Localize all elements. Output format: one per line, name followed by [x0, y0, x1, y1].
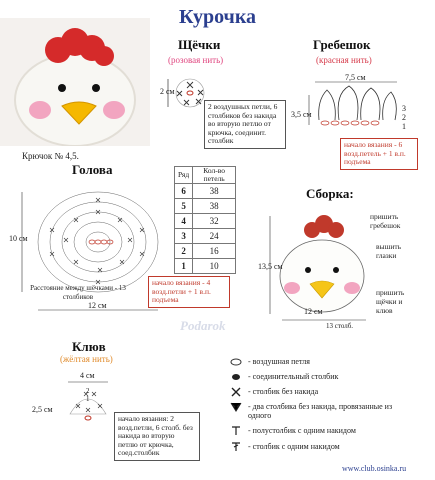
beak-heading: Клюв — [72, 339, 106, 354]
assembly-bottom-label: 13 столб. — [326, 322, 354, 330]
cheeks-color: (розовая нить) — [168, 55, 224, 65]
comb-dim-width: 7,5 см — [345, 73, 366, 82]
assembly-dim-height: 13,5 см — [258, 262, 283, 271]
stitch-count: 38 — [192, 198, 237, 214]
head-diagram — [8, 180, 168, 330]
legend-text: - столбик без накида — [248, 387, 319, 396]
cheeks-dim: 2 см — [160, 87, 175, 96]
source-url[interactable]: www.club.osinka.ru — [342, 464, 407, 473]
assembly-heading: Сборка: — [306, 186, 354, 201]
legend-item: - столбик с одним накидом — [230, 442, 340, 452]
comb-row-1: 1 — [402, 122, 406, 131]
stitch-count: 10 — [192, 258, 237, 274]
stitch-count: 38 — [192, 183, 237, 199]
head-dim-width: 12 см — [88, 301, 107, 310]
stitch-count: 16 — [192, 243, 237, 259]
cheeks-note: 2 воздушных петли, 6 столбиков без накид… — [204, 100, 286, 149]
t-dc-icon — [232, 442, 240, 451]
assembly-label-cheeks: пришить щёчки и клюв — [376, 288, 405, 315]
legend-item: - два столбика без накида, провязанные и… — [230, 402, 405, 420]
assembly-dim-width: 12 см — [304, 307, 323, 316]
page-title: Курочка — [178, 6, 257, 28]
beak-row-1: 1 — [86, 395, 90, 403]
legend-text: - соединительный столбик — [248, 372, 339, 381]
assembly-label-comb: пришить гребешок — [370, 212, 401, 230]
head-start-note: начало вязания - 4 возд.петли + 1 в.п. п… — [148, 276, 230, 308]
legend-text: - два столбика без накида, провязанные и… — [248, 402, 393, 420]
assembly-diagram — [262, 208, 374, 328]
legend-text: - воздушная петля — [248, 357, 310, 366]
head-heading: Голова — [72, 162, 113, 177]
comb-row-3: 3 — [402, 104, 406, 113]
dot-slip-stitch-icon — [232, 374, 240, 380]
hook-size: Крючок № 4,5. — [22, 151, 79, 161]
assembly-label-eyes: вышить глазки — [376, 242, 402, 260]
row-number: 5 — [173, 198, 194, 214]
comb-color: (красная нить) — [316, 55, 372, 65]
v-two-sc-icon — [230, 402, 242, 412]
cheeks-diagram — [160, 70, 210, 116]
comb-start-note: начало вязания - 6 возд.петель + 1 в.п. … — [340, 138, 418, 170]
beak-row-2: 2 — [86, 387, 90, 395]
legend-item: - соединительный столбик — [230, 372, 338, 382]
comb-dim-height: 3,5 см — [291, 110, 312, 119]
watermark: Podarok — [180, 318, 226, 333]
comb-row-2: 2 — [402, 113, 406, 122]
head-dim-height: 10 см — [9, 234, 28, 243]
rows-table-header-row: Ряд — [173, 166, 194, 184]
cheeks-heading: Щёчки — [178, 37, 221, 52]
chicken-photo — [0, 18, 150, 147]
legend-text: - столбик с одним накидом — [248, 442, 340, 451]
x-single-crochet-icon — [231, 387, 241, 397]
row-number: 6 — [173, 183, 194, 199]
beak-color: (жёлтая нить) — [60, 354, 113, 364]
beak-dim-height: 2,5 см — [32, 405, 53, 414]
legend-text: - полустолбик с одним накидом — [248, 426, 356, 435]
beak-diagram — [60, 378, 120, 438]
head-eye-note: Расстояние между шёчками - 13 столбиков — [30, 284, 126, 301]
legend-item: - столбик без накида — [230, 387, 318, 397]
beak-note: начало вязания: 2 возд.петли, 6 столб. б… — [114, 412, 200, 461]
rows-table-header-count: Кол-во петель — [192, 166, 237, 184]
beak-dim-width: 4 см — [80, 371, 95, 380]
oval-chain-icon — [230, 358, 242, 366]
stitch-count: 32 — [192, 213, 237, 229]
comb-heading: Гребешок — [313, 37, 371, 52]
legend-item: - воздушная петля — [230, 357, 310, 367]
legend-item: - полустолбик с одним накидом — [230, 426, 356, 436]
row-number: 4 — [173, 213, 194, 229]
comb-diagram — [305, 80, 405, 135]
row-number: 3 — [173, 228, 194, 244]
stitch-count: 24 — [192, 228, 237, 244]
t-half-dc-icon — [232, 426, 240, 435]
row-number: 1 — [173, 258, 194, 274]
rows-table-header: Ряд Кол-во петель — [173, 166, 237, 184]
row-number: 2 — [173, 243, 194, 259]
